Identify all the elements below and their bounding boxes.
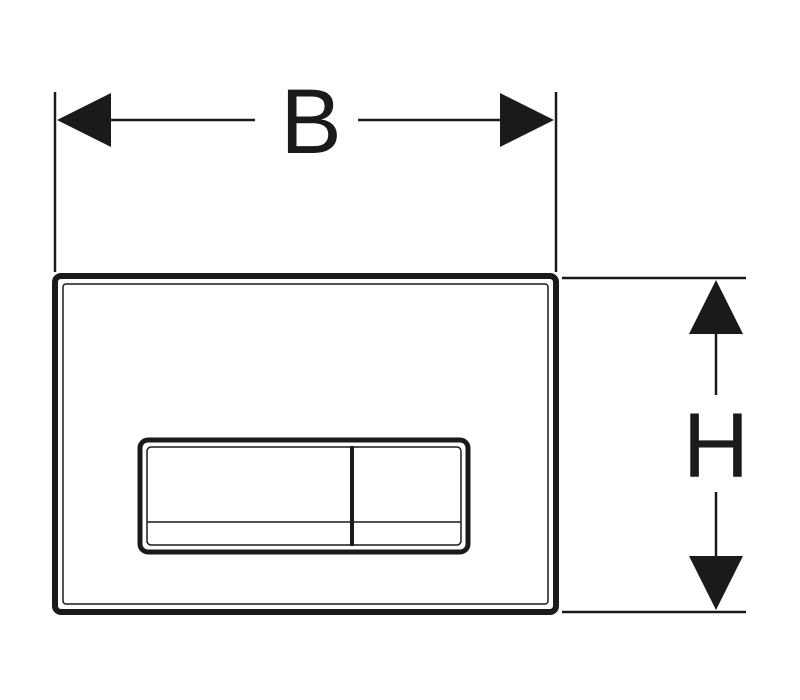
plate-outer-border: [52, 273, 559, 615]
width-dimension: B: [53, 71, 558, 272]
width-label: B: [280, 71, 341, 173]
dual-flush-button: [137, 437, 471, 555]
button-outer-border: [137, 437, 471, 555]
plate-inner-border: [62, 283, 549, 605]
height-arrow-bottom: [689, 556, 743, 610]
height-dimension: H: [562, 276, 749, 614]
height-label: H: [683, 395, 749, 497]
width-arrow-right: [500, 93, 554, 147]
height-arrow-top: [689, 280, 743, 334]
flush-plate: [52, 273, 559, 615]
width-arrow-left: [57, 93, 111, 147]
button-inner-border: [146, 446, 462, 546]
